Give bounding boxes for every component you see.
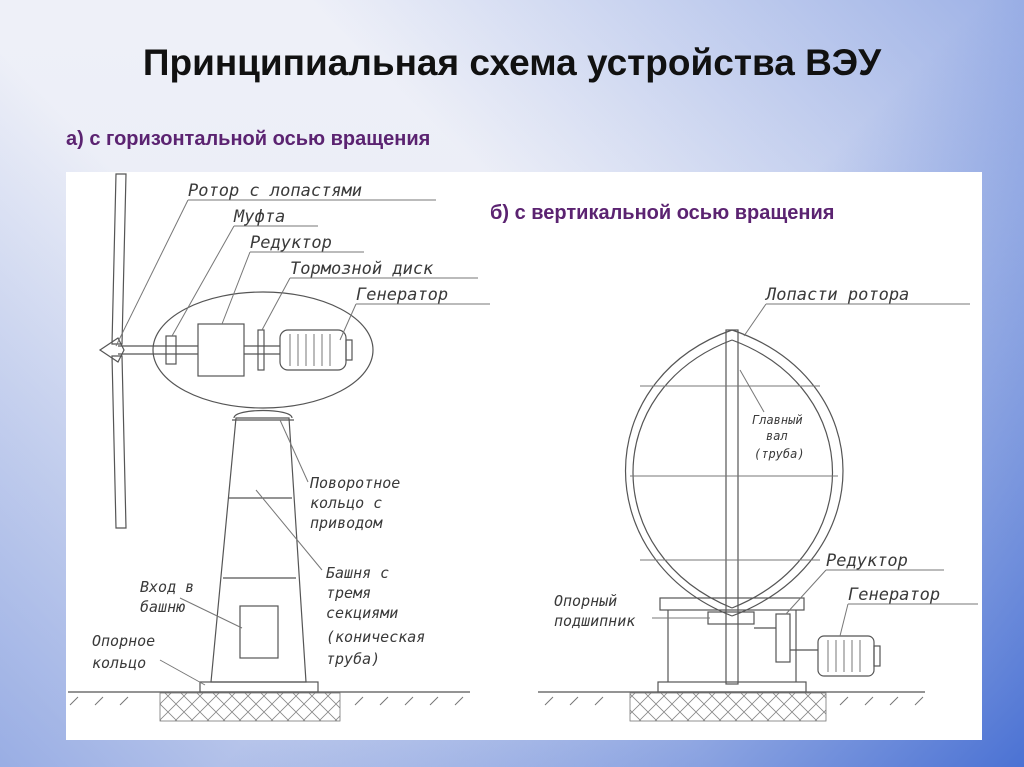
blade-bottom	[111, 355, 127, 529]
base-plate-a	[199, 681, 319, 693]
support-frame-top	[659, 597, 805, 611]
label-brake-disc: Тормозной диск	[290, 259, 434, 279]
label-support-ring: Опорное кольцо	[92, 632, 155, 672]
svg-text:Опорное: Опорное	[92, 632, 155, 650]
svg-text:подшипник: подшипник	[554, 612, 636, 630]
blade-top	[111, 173, 127, 345]
coupling	[165, 335, 177, 365]
label-rotor: Ротор с лопастями	[188, 181, 362, 201]
svg-text:Поворотное: Поворотное	[309, 474, 400, 492]
label-gearbox-b: Редуктор	[826, 551, 908, 571]
slide-title: Принципиальная схема устройства ВЭУ	[142, 42, 882, 83]
blade-left-inner	[632, 339, 733, 609]
label-tower: Башня с тремя секциями (коническая труба…	[326, 564, 425, 668]
svg-text:Башня с: Башня с	[326, 564, 389, 582]
label-rotor-blades: Лопасти ротора	[764, 285, 909, 305]
svg-text:Опорный: Опорный	[554, 592, 617, 610]
diagram-panel	[66, 172, 982, 740]
label-entrance: Вход в башню	[140, 578, 194, 616]
tower	[210, 417, 307, 683]
svg-text:(труба): (труба)	[754, 447, 805, 461]
gearbox-a	[197, 323, 245, 377]
svg-text:кольцо: кольцо	[92, 654, 146, 672]
svg-text:кольцо с: кольцо с	[310, 494, 382, 512]
svg-text:секциями: секциями	[326, 604, 398, 622]
label-yaw-ring: Поворотное кольцо с приводом	[309, 474, 400, 532]
rotor-hub	[98, 337, 125, 363]
label-generator-b: Генератор	[848, 585, 940, 605]
label-bearing: Опорный подшипник	[554, 592, 636, 630]
svg-text:Вход в: Вход в	[140, 578, 194, 596]
main-shaft	[725, 329, 739, 685]
label-coupling: Муфта	[233, 207, 285, 227]
blade-left-outer	[624, 329, 733, 617]
label-generator-a: Генератор	[356, 285, 448, 305]
svg-text:приводом: приводом	[310, 514, 383, 532]
svg-text:(коническая: (коническая	[326, 628, 425, 646]
tower-door	[239, 605, 279, 659]
svg-text:Главный: Главный	[752, 413, 803, 427]
label-main-shaft: Главный вал (труба)	[752, 413, 805, 461]
subtitle-vertical-axis: б) с вертикальной осью вращения	[490, 202, 835, 224]
label-gearbox-a: Редуктор	[250, 233, 332, 253]
generator-b	[817, 635, 875, 677]
nacelle	[152, 291, 374, 409]
foundation-hatch-b	[629, 692, 827, 722]
foundation-hatch-a	[159, 692, 341, 722]
horizontal-axis-turbine: Ротор с лопастями Муфта Редуктор Тормозн…	[68, 173, 490, 722]
vertical-axis-turbine: Лопасти ротора Главный вал (труба) Редук…	[538, 285, 978, 722]
subtitle-horizontal-axis: а) с горизонтальной осью вращения	[66, 128, 431, 150]
svg-text:труба): труба)	[326, 650, 380, 668]
svg-text:вал: вал	[766, 429, 788, 443]
support-bearing	[707, 611, 755, 625]
blade-right-inner	[731, 339, 834, 609]
brake-disc	[257, 329, 265, 371]
blade-right-outer	[731, 329, 844, 617]
svg-text:тремя: тремя	[326, 584, 371, 602]
svg-text:башню: башню	[140, 598, 185, 616]
gearbox-b	[775, 613, 791, 663]
